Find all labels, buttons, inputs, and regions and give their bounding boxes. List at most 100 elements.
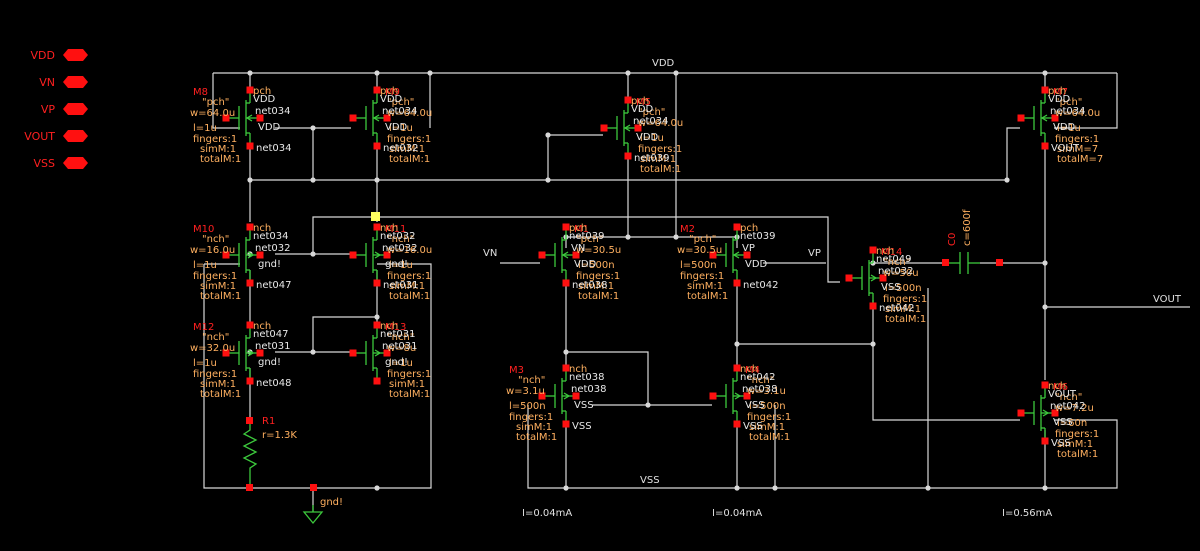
vn-net-label: VN xyxy=(483,248,497,259)
net-source: net031 xyxy=(383,280,419,291)
transistor-m3[interactable]: M3"nch"w=3.1ul=500nfingers:1simM:1totalM… xyxy=(506,364,607,443)
net-drain: net034 xyxy=(633,116,669,127)
device-simm: simM:1 xyxy=(749,422,785,433)
io-pin-vn[interactable]: VN xyxy=(39,76,88,89)
vp-net-label: VP xyxy=(808,248,821,259)
device-name: M2 xyxy=(680,224,695,235)
device-fingers: fingers:1 xyxy=(1055,429,1099,440)
device-model: "pch" xyxy=(689,234,716,245)
device-fingers: fingers:1 xyxy=(1055,134,1099,145)
device-name: M5 xyxy=(636,97,651,108)
device-simm: simM:1 xyxy=(200,379,236,390)
device-model: "pch" xyxy=(576,234,603,245)
vdd-net-label: VDD xyxy=(652,58,675,69)
devices: M8"pch"w=64.0ul=1ufingers:1simM:1totalM:… xyxy=(190,86,1103,460)
device-width: w=3.1u xyxy=(506,386,545,397)
transistor-m12[interactable]: M12"nch"w=32.0ul=1ufingers:1simM:1totalM… xyxy=(190,321,292,400)
device-fingers: fingers:1 xyxy=(509,412,553,423)
device-length: l=1u xyxy=(389,260,413,271)
terminal-gate: net038 xyxy=(569,372,605,383)
device-name: M12 xyxy=(193,322,214,333)
device-width: w=32.0u xyxy=(190,343,235,354)
transistor-m14[interactable]: M14"nch"w=50ul=500nfingers:1simM:1totalM… xyxy=(845,246,928,325)
net-drain: net038 xyxy=(742,384,778,395)
transistor-m13[interactable]: M13"nch"w=8ul=1ufingers:1simM:1totalM:1n… xyxy=(349,321,432,400)
terminal-gate: VOUT xyxy=(1048,389,1077,400)
transistor-m9[interactable]: M9"pch"w=64.0ul=1ufingers:1simM:1totalM:… xyxy=(349,86,433,165)
terminal-gate: net031 xyxy=(380,329,416,340)
net-source: VOUT xyxy=(1051,143,1080,154)
device-length: l=1u xyxy=(193,123,217,134)
device-name: M1 xyxy=(574,224,589,235)
device-length: l=500n xyxy=(749,401,786,412)
transistor-m7[interactable]: M7"pch"w=64.0ul=1ufingers:1simM=7totalM=… xyxy=(1017,86,1104,165)
wires xyxy=(203,72,1190,512)
device-length: l=1u xyxy=(640,133,664,144)
net-source: net039 xyxy=(634,153,670,164)
device-length: l=1u xyxy=(389,123,413,134)
device-name: M7 xyxy=(1053,87,1068,98)
transistor-m11[interactable]: M11"nch"w=16.0ul=1ufingers:1simM:1totalM… xyxy=(349,223,433,302)
terminal-bulk: gnd! xyxy=(385,357,408,368)
device-width: w=8u xyxy=(387,343,416,354)
transistor-m2[interactable]: M2"pch"w=30.5ul=500nfingers:1simM:1total… xyxy=(677,223,779,302)
device-model: "nch" xyxy=(387,234,414,245)
device-model: "nch" xyxy=(518,375,545,386)
device-model: "pch" xyxy=(387,97,414,108)
device-length: l=1u xyxy=(193,260,217,271)
device-simm: simM=7 xyxy=(1057,144,1098,155)
terminal-bulk: VSS xyxy=(1053,417,1073,428)
net-drain: VP xyxy=(742,243,755,254)
terminal-gate: net039 xyxy=(740,231,776,242)
device-fingers: fingers:1 xyxy=(193,134,237,145)
net-source: net032 xyxy=(383,143,419,154)
io-pin-vdd[interactable]: VDD xyxy=(31,49,88,62)
io-pin-vss[interactable]: VSS xyxy=(34,157,89,170)
net-source: net048 xyxy=(256,378,292,389)
transistor-m6[interactable]: M6"nch"w=7.2ul=60nfingers:1simM:1totalM:… xyxy=(1017,381,1100,460)
transistor-m8[interactable]: M8"pch"w=64.0ul=1ufingers:1simM:1totalM:… xyxy=(190,86,292,165)
device-fingers: fingers:1 xyxy=(576,271,620,282)
device-width: w=64.0u xyxy=(190,108,235,119)
transistor-m4[interactable]: M4"nch"w=3.1ul=500nfingers:1simM:1totalM… xyxy=(709,364,792,443)
current-annotation-1: I=0.04mA xyxy=(522,508,572,519)
capacitor-c0[interactable]: C0 c=600f xyxy=(942,209,1003,274)
resistor-r1[interactable]: R1 r=1.3K xyxy=(242,416,297,491)
device-fingers: fingers:1 xyxy=(193,369,237,380)
net-source: net038 xyxy=(572,280,608,291)
transistor-m10[interactable]: M10"nch"w=16.0ul=1ufingers:1simM:1totalM… xyxy=(190,223,292,302)
device-totalm: totalM:1 xyxy=(200,389,241,400)
device-fingers: fingers:1 xyxy=(387,134,431,145)
terminal-gate: net042 xyxy=(740,372,776,383)
transistor-m1[interactable]: M1"pch"w=30.5ul=500nfingers:1simM:1total… xyxy=(538,223,622,302)
io-pin-vp[interactable]: VP xyxy=(41,103,88,116)
io-pin-label: VDD xyxy=(31,49,55,62)
device-totalm: totalM:1 xyxy=(389,154,430,165)
device-name: M9 xyxy=(385,87,400,98)
terminal-gate: VDD xyxy=(631,104,654,115)
device-length: l=1u xyxy=(193,358,217,369)
device-name: M8 xyxy=(193,87,208,98)
device-width: w=7.2u xyxy=(1055,403,1094,414)
device-type: nch xyxy=(380,223,398,234)
device-width: w=16.0u xyxy=(190,245,235,256)
device-simm: simM:1 xyxy=(1057,439,1093,450)
terminal-gate: net034 xyxy=(253,231,289,242)
vss-net-label: VSS xyxy=(640,475,660,486)
net-source: net042 xyxy=(743,280,779,291)
device-length: l=500n xyxy=(680,260,717,271)
io-pin-vout[interactable]: VOUT xyxy=(24,130,88,143)
device-totalm: totalM:1 xyxy=(640,164,681,175)
device-length: l=500n xyxy=(885,283,922,294)
device-type: nch xyxy=(740,364,758,375)
ground-symbol[interactable]: gnd! xyxy=(302,484,343,525)
device-length: l=60n xyxy=(1057,418,1087,429)
device-length: l=500n xyxy=(509,401,546,412)
terminal-gate: VDD xyxy=(253,94,276,105)
device-name: M13 xyxy=(385,322,406,333)
transistor-m5[interactable]: M5"pch"w=64.0ul=1ufingers:1simM:1totalM:… xyxy=(600,96,684,175)
device-fingers: fingers:1 xyxy=(193,271,237,282)
terminal-gate: VDD xyxy=(1048,94,1071,105)
device-model: "pch" xyxy=(638,107,665,118)
